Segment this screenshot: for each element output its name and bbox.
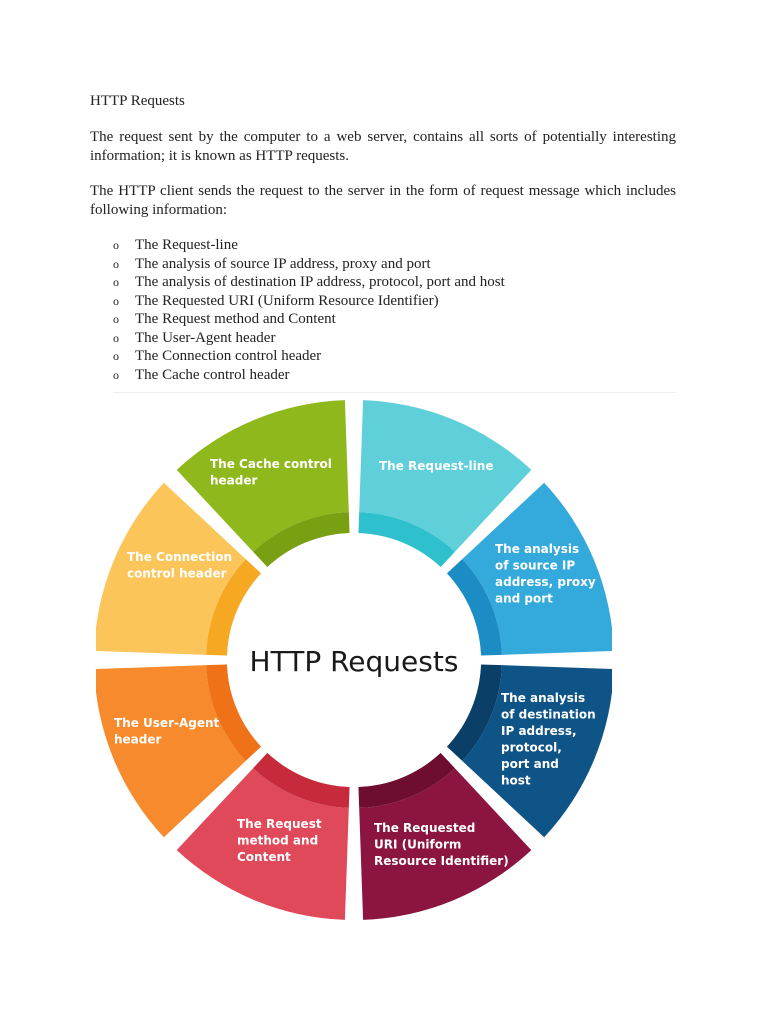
bullet-icon: o — [113, 293, 119, 308]
wheel-segment-inner-band — [253, 752, 350, 808]
list-item: o The Requested URI (Uniform Resource Ide… — [113, 292, 505, 311]
list-item: o The analysis of destination IP address,… — [113, 273, 505, 292]
bullet-icon: o — [113, 367, 119, 382]
list-item-text: The Request-line — [135, 237, 238, 253]
wheel-segment-label-line: host — [501, 774, 531, 788]
list-item: o The Request-line — [113, 236, 505, 255]
bullet-icon: o — [113, 256, 119, 271]
bullet-icon: o — [113, 330, 119, 345]
wheel-segment-label: The analysis of destination IP address, pro… — [501, 691, 596, 788]
list-item: o The Request method and Content — [113, 310, 505, 329]
wheel-segment-label-line: The analysis — [495, 542, 579, 556]
list-item: o The analysis of source IP address, prox… — [113, 255, 505, 274]
wheel-segment — [359, 400, 532, 552]
wheel-segment-inner-band — [358, 512, 455, 568]
wheel-segment-label-line: header — [114, 733, 162, 747]
wheel-segment-label-line: The Requested — [374, 821, 475, 835]
list-item-text: The Request method and Content — [135, 311, 336, 327]
list-item-text: The Connection control header — [135, 348, 322, 364]
wheel-segments — [96, 400, 612, 920]
list-item-text: The User-Agent header — [135, 329, 276, 346]
description-paragraph: The HTTP client sends the request to the… — [90, 183, 676, 218]
wheel-segment-label-line: port and — [501, 757, 559, 771]
wheel-segment — [96, 482, 246, 655]
wheel-segment-label-line: The Request-line — [379, 459, 493, 473]
wheel-segment-label-line: Content — [237, 850, 291, 864]
wheel-segment-label-line: address, proxy — [495, 575, 596, 589]
wheel-segment-label-line: method and — [237, 834, 318, 848]
list-item-text: The Requested URI (Uniform Resource Iden… — [135, 292, 439, 309]
wheel-segment — [462, 665, 612, 838]
wheel-segment-label-line: header — [210, 474, 258, 488]
wheel-segment — [359, 768, 532, 920]
wheel-segment-label-line: of destination — [501, 708, 596, 722]
wheel-segment-label-line: The Cache control — [210, 457, 332, 471]
wheel-segment-inner-band — [253, 512, 350, 568]
list-item: o The Cache control header — [113, 366, 505, 385]
wheel-segment-label-line: URI (Uniform — [374, 838, 461, 852]
wheel-segment-label: The analysis of source IP address, proxy an… — [495, 542, 596, 606]
wheel-segment — [176, 768, 349, 920]
wheel-segment-label-line: The User-Agent — [114, 716, 220, 730]
wheel-segment-label-line: The analysis — [501, 691, 585, 705]
list-item-text: The Cache control header — [135, 366, 290, 383]
bullet-icon: o — [113, 349, 119, 363]
wheel-segment-label-line: of source IP — [495, 559, 575, 573]
wheel-segment-label-line: The Request — [237, 817, 322, 831]
wheel-segment-label: The Request-line — [379, 459, 493, 473]
list-item: o The User-Agent header — [113, 329, 505, 348]
document-heading: HTTP Requests — [90, 93, 185, 109]
bullet-icon: o — [113, 312, 119, 326]
wheel-segment-label-line: control header — [127, 567, 227, 581]
wheel-segment-label-line: IP address, — [501, 724, 577, 738]
bullet-icon: o — [113, 238, 119, 252]
wheel-segment-inner-band — [446, 559, 502, 656]
wheel-segment-label-line: protocol, — [501, 741, 562, 755]
diagram-center-title: HTTP Requests — [250, 645, 459, 678]
wheel-segment-label-line: Resource Identifier) — [374, 854, 509, 868]
divider — [113, 392, 676, 393]
wheel-segment-label-line: The Connection — [127, 550, 232, 564]
list-item-text: The analysis of source IP address, proxy… — [135, 255, 431, 272]
wheel-segment — [176, 400, 349, 552]
wheel-segment-label-line: and port — [495, 592, 553, 606]
wheel-center-circle — [227, 533, 481, 787]
list-item-text: The analysis of destination IP address, … — [135, 274, 505, 290]
wheel-segment-label: The User-Agent header — [114, 716, 220, 747]
wheel-segment — [462, 482, 612, 655]
bullet-icon: o — [113, 275, 119, 289]
list-item: o The Connection control header — [113, 347, 505, 366]
wheel-segment-inner-band — [446, 664, 502, 761]
wheel-segment-inner-band — [206, 559, 262, 656]
wheel-segment — [96, 665, 246, 838]
wheel-segment-label: The Cache control header — [210, 457, 332, 488]
wheel-segment-inner-band — [358, 752, 455, 808]
wheel-segment-label: The Connection control header — [127, 550, 232, 581]
wheel-segment-inner-band — [206, 664, 262, 761]
intro-paragraph: The request sent by the computer to a we… — [90, 129, 676, 164]
